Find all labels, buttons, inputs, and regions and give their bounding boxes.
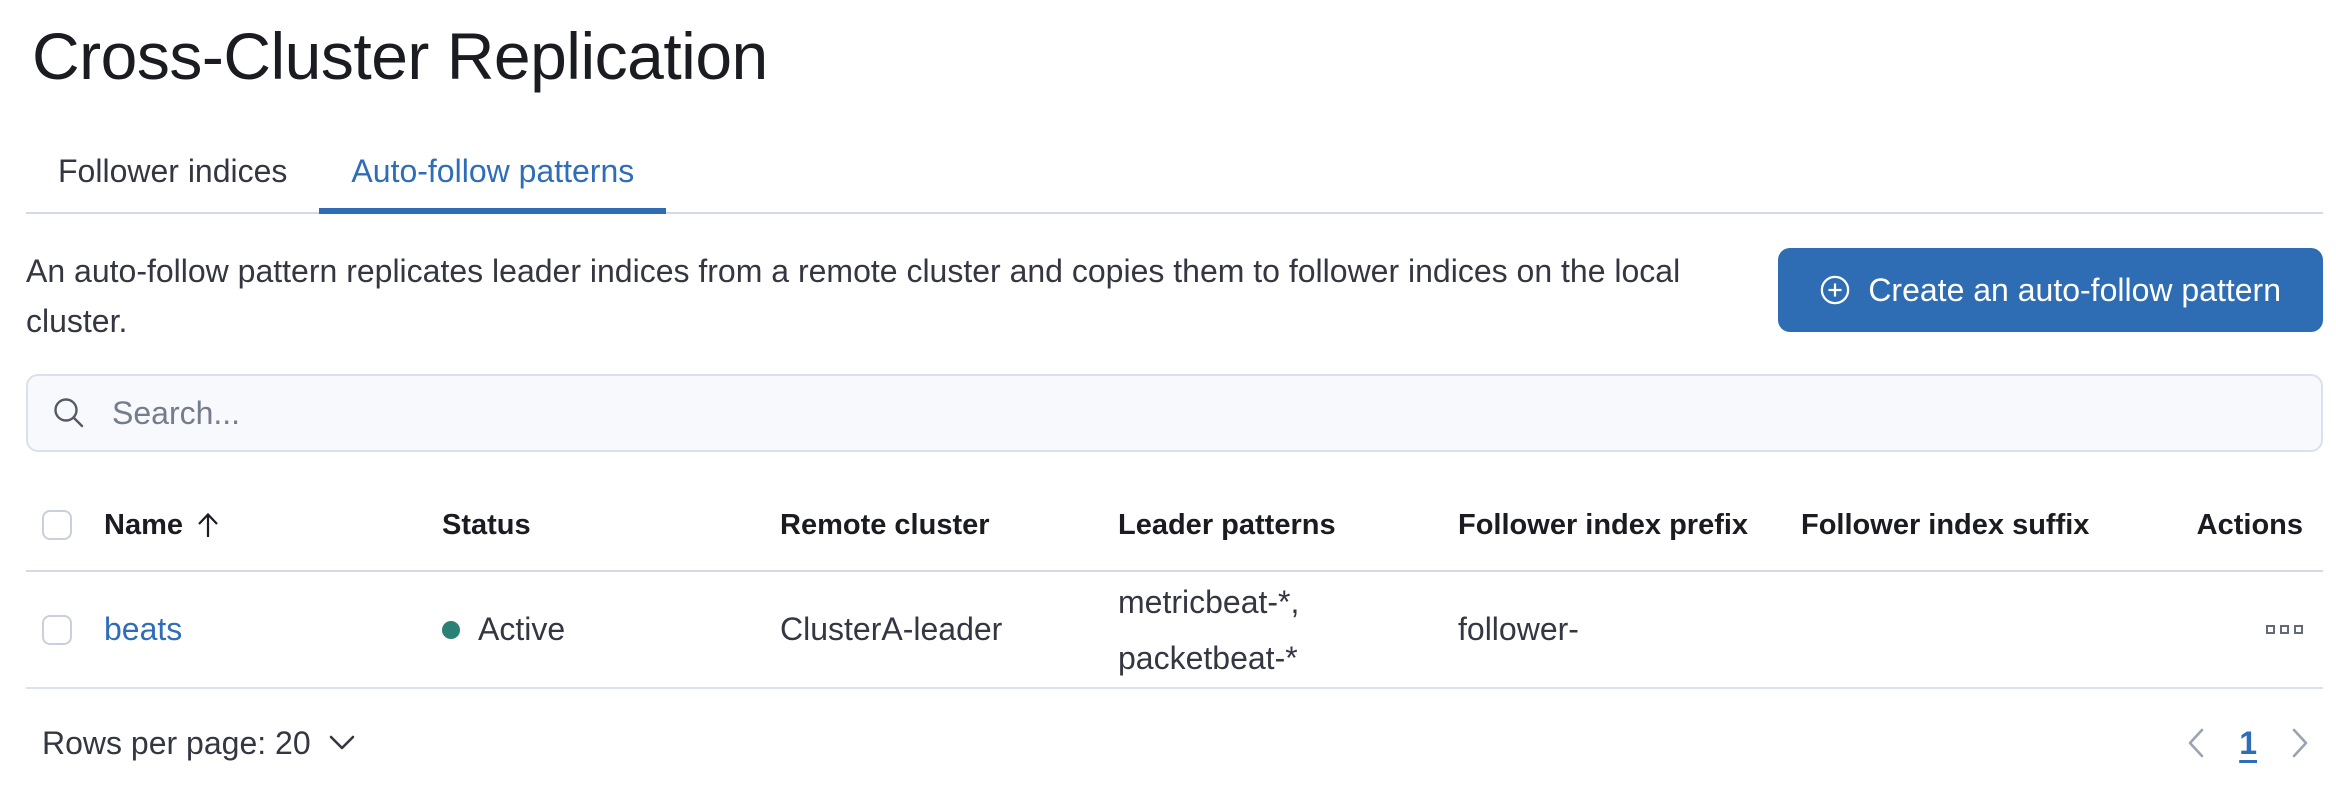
auto-follow-patterns-table: Name Status Remote cluster Leader patter…	[26, 452, 2323, 689]
column-header-follower-index-prefix[interactable]: Follower index prefix	[1458, 508, 1749, 541]
page-number-1[interactable]: 1	[2239, 724, 2257, 761]
status-cell: Active	[442, 611, 780, 648]
column-header-follower-index-suffix[interactable]: Follower index suffix	[1801, 508, 2090, 541]
leader-pattern-line: packetbeat-*	[1118, 639, 1298, 676]
chevron-down-icon	[329, 735, 354, 750]
create-auto-follow-pattern-button[interactable]: Create an auto-follow pattern	[1778, 248, 2323, 332]
tab-auto-follow-patterns[interactable]: Auto-follow patterns	[319, 124, 667, 214]
header-checkbox-cell	[26, 510, 104, 540]
select-all-checkbox[interactable]	[42, 510, 72, 540]
page-controls: 1	[2187, 725, 2323, 762]
column-header-actions: Actions	[2196, 508, 2303, 541]
all-actions-icon[interactable]	[2266, 625, 2303, 634]
row-checkbox-cell	[26, 614, 104, 645]
sort-ascending-icon	[198, 512, 218, 537]
section-header: An auto-follow pattern replicates leader…	[26, 246, 2323, 346]
column-header-leader-patterns[interactable]: Leader patterns	[1118, 508, 1336, 541]
rows-per-page-button[interactable]: Rows per page: 20	[26, 725, 355, 762]
rows-per-page-label: Rows per page: 20	[42, 724, 311, 761]
column-header-status[interactable]: Status	[442, 508, 531, 541]
tab-follower-indices[interactable]: Follower indices	[58, 153, 288, 189]
previous-page-chevron-icon[interactable]	[2187, 728, 2205, 758]
row-checkbox[interactable]	[42, 614, 72, 645]
leader-patterns-cell: metricbeat-*, packetbeat-*	[1118, 574, 1458, 686]
search-bar	[26, 374, 2323, 452]
table-header-row: Name Status Remote cluster Leader patter…	[26, 452, 2323, 572]
search-input[interactable]	[112, 394, 2297, 432]
remote-cluster-cell: ClusterA-leader	[780, 611, 1003, 647]
tab-bar: Follower indices Auto-follow patterns	[26, 124, 2323, 214]
status-active-dot-icon	[442, 620, 460, 639]
plus-in-circle-icon	[1821, 275, 1850, 305]
search-icon	[54, 398, 84, 428]
pattern-name-cell: beats	[104, 611, 442, 648]
row-actions-cell	[2147, 625, 2323, 634]
leader-pattern-line: metricbeat-*,	[1118, 583, 1300, 620]
next-page-chevron-icon[interactable]	[2291, 728, 2309, 758]
pattern-name-link[interactable]: beats	[104, 611, 183, 647]
column-header-remote-cluster[interactable]: Remote cluster	[780, 508, 990, 541]
table-row: beats Active ClusterA-leader metricbeat-…	[26, 572, 2323, 689]
page-description: An auto-follow pattern replicates leader…	[26, 253, 1681, 339]
column-header-name[interactable]: Name	[104, 509, 442, 542]
page-title: Cross-Cluster Replication	[32, 19, 768, 93]
table-footer: Rows per page: 20 1	[26, 711, 2323, 775]
follower-index-prefix-cell: follower-	[1458, 611, 1579, 647]
cross-cluster-replication-page: Cross-Cluster Replication Follower indic…	[26, 19, 2323, 775]
create-button-label: Create an auto-follow pattern	[1868, 271, 2281, 308]
status-label: Active	[478, 611, 566, 647]
